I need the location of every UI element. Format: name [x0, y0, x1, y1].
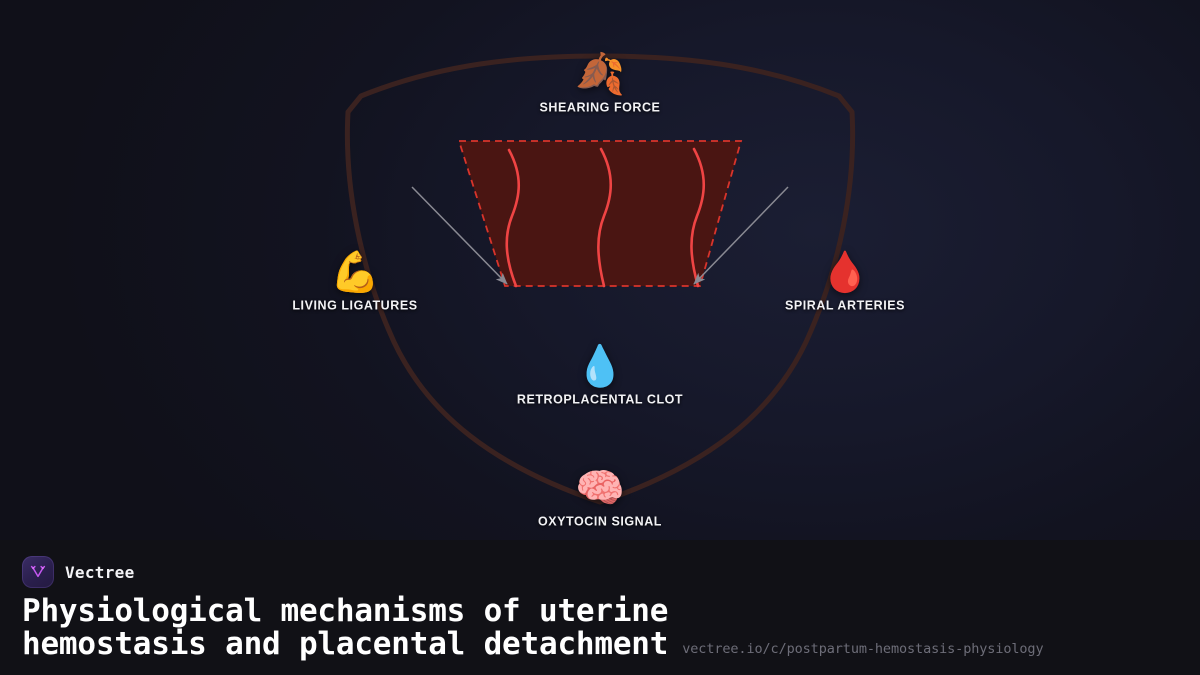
connector-arrow-right — [693, 186, 789, 285]
brand-name: Vectree — [65, 562, 135, 582]
node-retroplacental-clot[interactable]: 💧 RETROPLACENTAL CLOT — [485, 344, 715, 407]
spiral-artery-line — [597, 147, 612, 288]
fallen-leaf-icon: 🍂 — [575, 51, 625, 98]
node-label: SPIRAL ARTERIES — [784, 298, 906, 313]
node-label: RETROPLACENTAL CLOT — [516, 392, 684, 407]
diagram-vector-layer — [344, 53, 856, 505]
footer-bar: Vectree Physiological mechanisms of uter… — [0, 540, 1200, 675]
placental-bed-shape — [457, 140, 743, 287]
node-label: OXYTOCIN SIGNAL — [537, 514, 662, 529]
spiral-artery-line — [505, 148, 520, 288]
blood-drop-icon: 🩸 — [820, 249, 870, 296]
page-title: Physiological mechanisms of uterine hemo… — [22, 593, 669, 662]
node-oxytocin-signal[interactable]: 🧠 OXYTOCIN SIGNAL — [485, 466, 715, 529]
brand-row: Vectree — [22, 555, 1178, 589]
diagram-canvas: 🍂 SHEARING FORCE 💪 LIVING LIGATURES 🩸 SP… — [240, 52, 960, 529]
node-label: LIVING LIGATURES — [292, 298, 418, 313]
node-label: SHEARING FORCE — [539, 100, 661, 115]
spiral-artery-line — [690, 147, 705, 288]
vectree-logo-icon — [22, 556, 54, 588]
node-living-ligatures[interactable]: 💪 LIVING LIGATURES — [240, 250, 470, 313]
node-spiral-arteries[interactable]: 🩸 SPIRAL ARTERIES — [730, 250, 960, 313]
brain-icon: 🧠 — [575, 465, 625, 512]
page-url[interactable]: vectree.io/c/postpartum-hemostasis-physi… — [682, 641, 1044, 657]
title-row: Physiological mechanisms of uterine hemo… — [22, 595, 1178, 661]
droplet-icon: 💧 — [575, 343, 625, 390]
flexed-biceps-icon: 💪 — [330, 249, 380, 296]
connector-arrow-left — [411, 186, 508, 285]
node-shearing-force[interactable]: 🍂 SHEARING FORCE — [485, 52, 715, 115]
uterus-shield-outline — [344, 53, 856, 505]
